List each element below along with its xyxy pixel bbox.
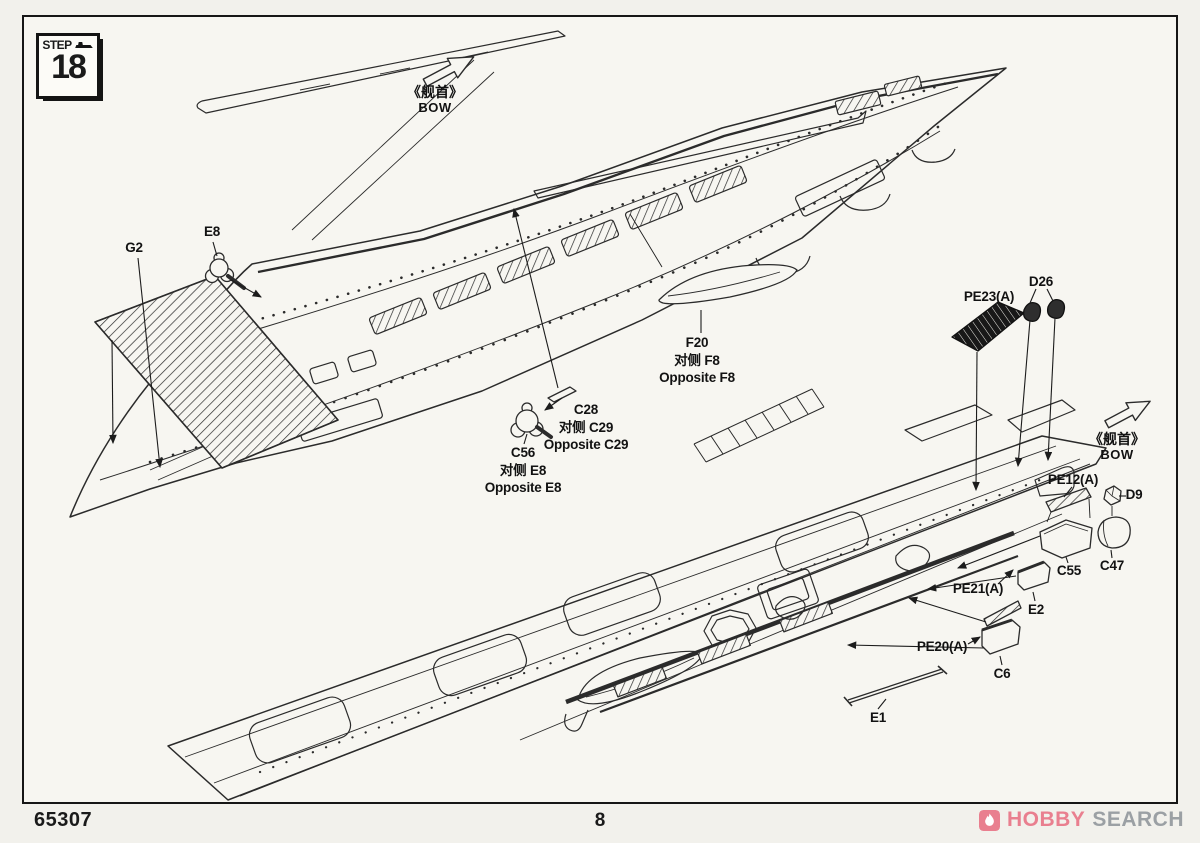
- bow-arrow-right-icon: [1104, 400, 1151, 429]
- stern-stairs: [693, 388, 825, 463]
- bow-arrow-top-icon: [422, 56, 475, 87]
- g2-grating-part: [94, 275, 339, 469]
- callout-d26: D26: [1028, 274, 1054, 289]
- lower-ship-drawing: [167, 399, 1107, 801]
- bow-fittings: [775, 399, 1076, 620]
- hobby-search-logo: HOBBY SEARCH: [978, 808, 1184, 832]
- sponsons: [755, 148, 956, 275]
- bow-note-top: 《舰首》 BOW: [407, 84, 463, 115]
- step-badge-face: STEP 18: [36, 33, 100, 99]
- leader-lines: [109, 207, 1126, 710]
- upper-ship-parts: [94, 252, 798, 469]
- bow-note-right: 《舰首》 BOW: [1089, 431, 1145, 462]
- callout-e1: E1: [869, 710, 887, 725]
- ship-silhouette-icon: [74, 42, 93, 48]
- e2-bracket-part: [1017, 560, 1051, 591]
- callout-f20: F20 对侧 F8 Opposite F8: [659, 335, 735, 385]
- product-code: 65307: [34, 809, 93, 831]
- square-gun-tub: [757, 568, 819, 620]
- callout-d9: D9: [1125, 487, 1143, 502]
- bow-note-right-en: BOW: [1100, 447, 1134, 462]
- callout-pe12a: PE12(A): [1047, 472, 1099, 487]
- callout-c56: C56 对侧 E8 Opposite E8: [484, 445, 562, 495]
- bow-note-right-zh: 《舰首》: [1089, 431, 1145, 447]
- bow-note-top-zh: 《舰首》: [407, 84, 463, 100]
- pe23-mesh-panel-part: [951, 301, 1025, 352]
- lower-deck-outline: [167, 435, 1107, 801]
- callout-e2: E2: [1027, 602, 1045, 617]
- callout-pe23a: PE23(A): [963, 289, 1015, 304]
- e1-rod-part: [843, 665, 948, 707]
- c56-propeller-part: [510, 402, 553, 439]
- e8-propeller-part: [204, 252, 246, 290]
- deck-strip-mid: [533, 110, 867, 199]
- callout-g2: G2: [125, 240, 143, 255]
- logo-word-hobby: HOBBY: [1006, 808, 1086, 831]
- c47-part: [1097, 516, 1131, 549]
- callout-c55: C55: [1056, 563, 1082, 578]
- callout-c47: C47: [1099, 558, 1125, 573]
- pe21-railing-part: [983, 600, 1022, 627]
- c55-bracket-part: [1039, 519, 1093, 559]
- d26-parts: [1022, 299, 1066, 322]
- f20-float-part: [658, 264, 798, 305]
- step-badge: STEP 18: [36, 33, 103, 101]
- lower-ship-parts: [843, 299, 1131, 707]
- step-number: 18: [51, 48, 87, 86]
- u-fitting: [564, 709, 589, 732]
- deck-strip-far: [196, 30, 566, 114]
- logo-word-search: SEARCH: [1092, 808, 1184, 831]
- deck-edge-lines: [291, 59, 495, 241]
- d9-part: [1103, 485, 1122, 506]
- deck-openings: [248, 511, 869, 764]
- pe12-ramp-part: [1045, 487, 1092, 513]
- callout-pe21a: PE21(A): [952, 581, 1004, 596]
- page-number: 8: [594, 810, 606, 831]
- bow-arrow-icons: [422, 56, 1151, 429]
- bow-note-top-en: BOW: [418, 100, 452, 115]
- step-label: STEP: [42, 38, 72, 52]
- hobby-search-flame-icon: [978, 809, 1000, 831]
- callout-c28: C28 对侧 C29 Opposite C29: [543, 402, 629, 452]
- callout-pe20a: PE20(A): [916, 639, 968, 654]
- pe20-bracket-part: [981, 618, 1021, 655]
- catwalk-strips: [519, 513, 1063, 741]
- callout-c6: C6: [993, 666, 1011, 681]
- c28-part: [547, 386, 577, 403]
- callout-e8: E8: [203, 224, 221, 239]
